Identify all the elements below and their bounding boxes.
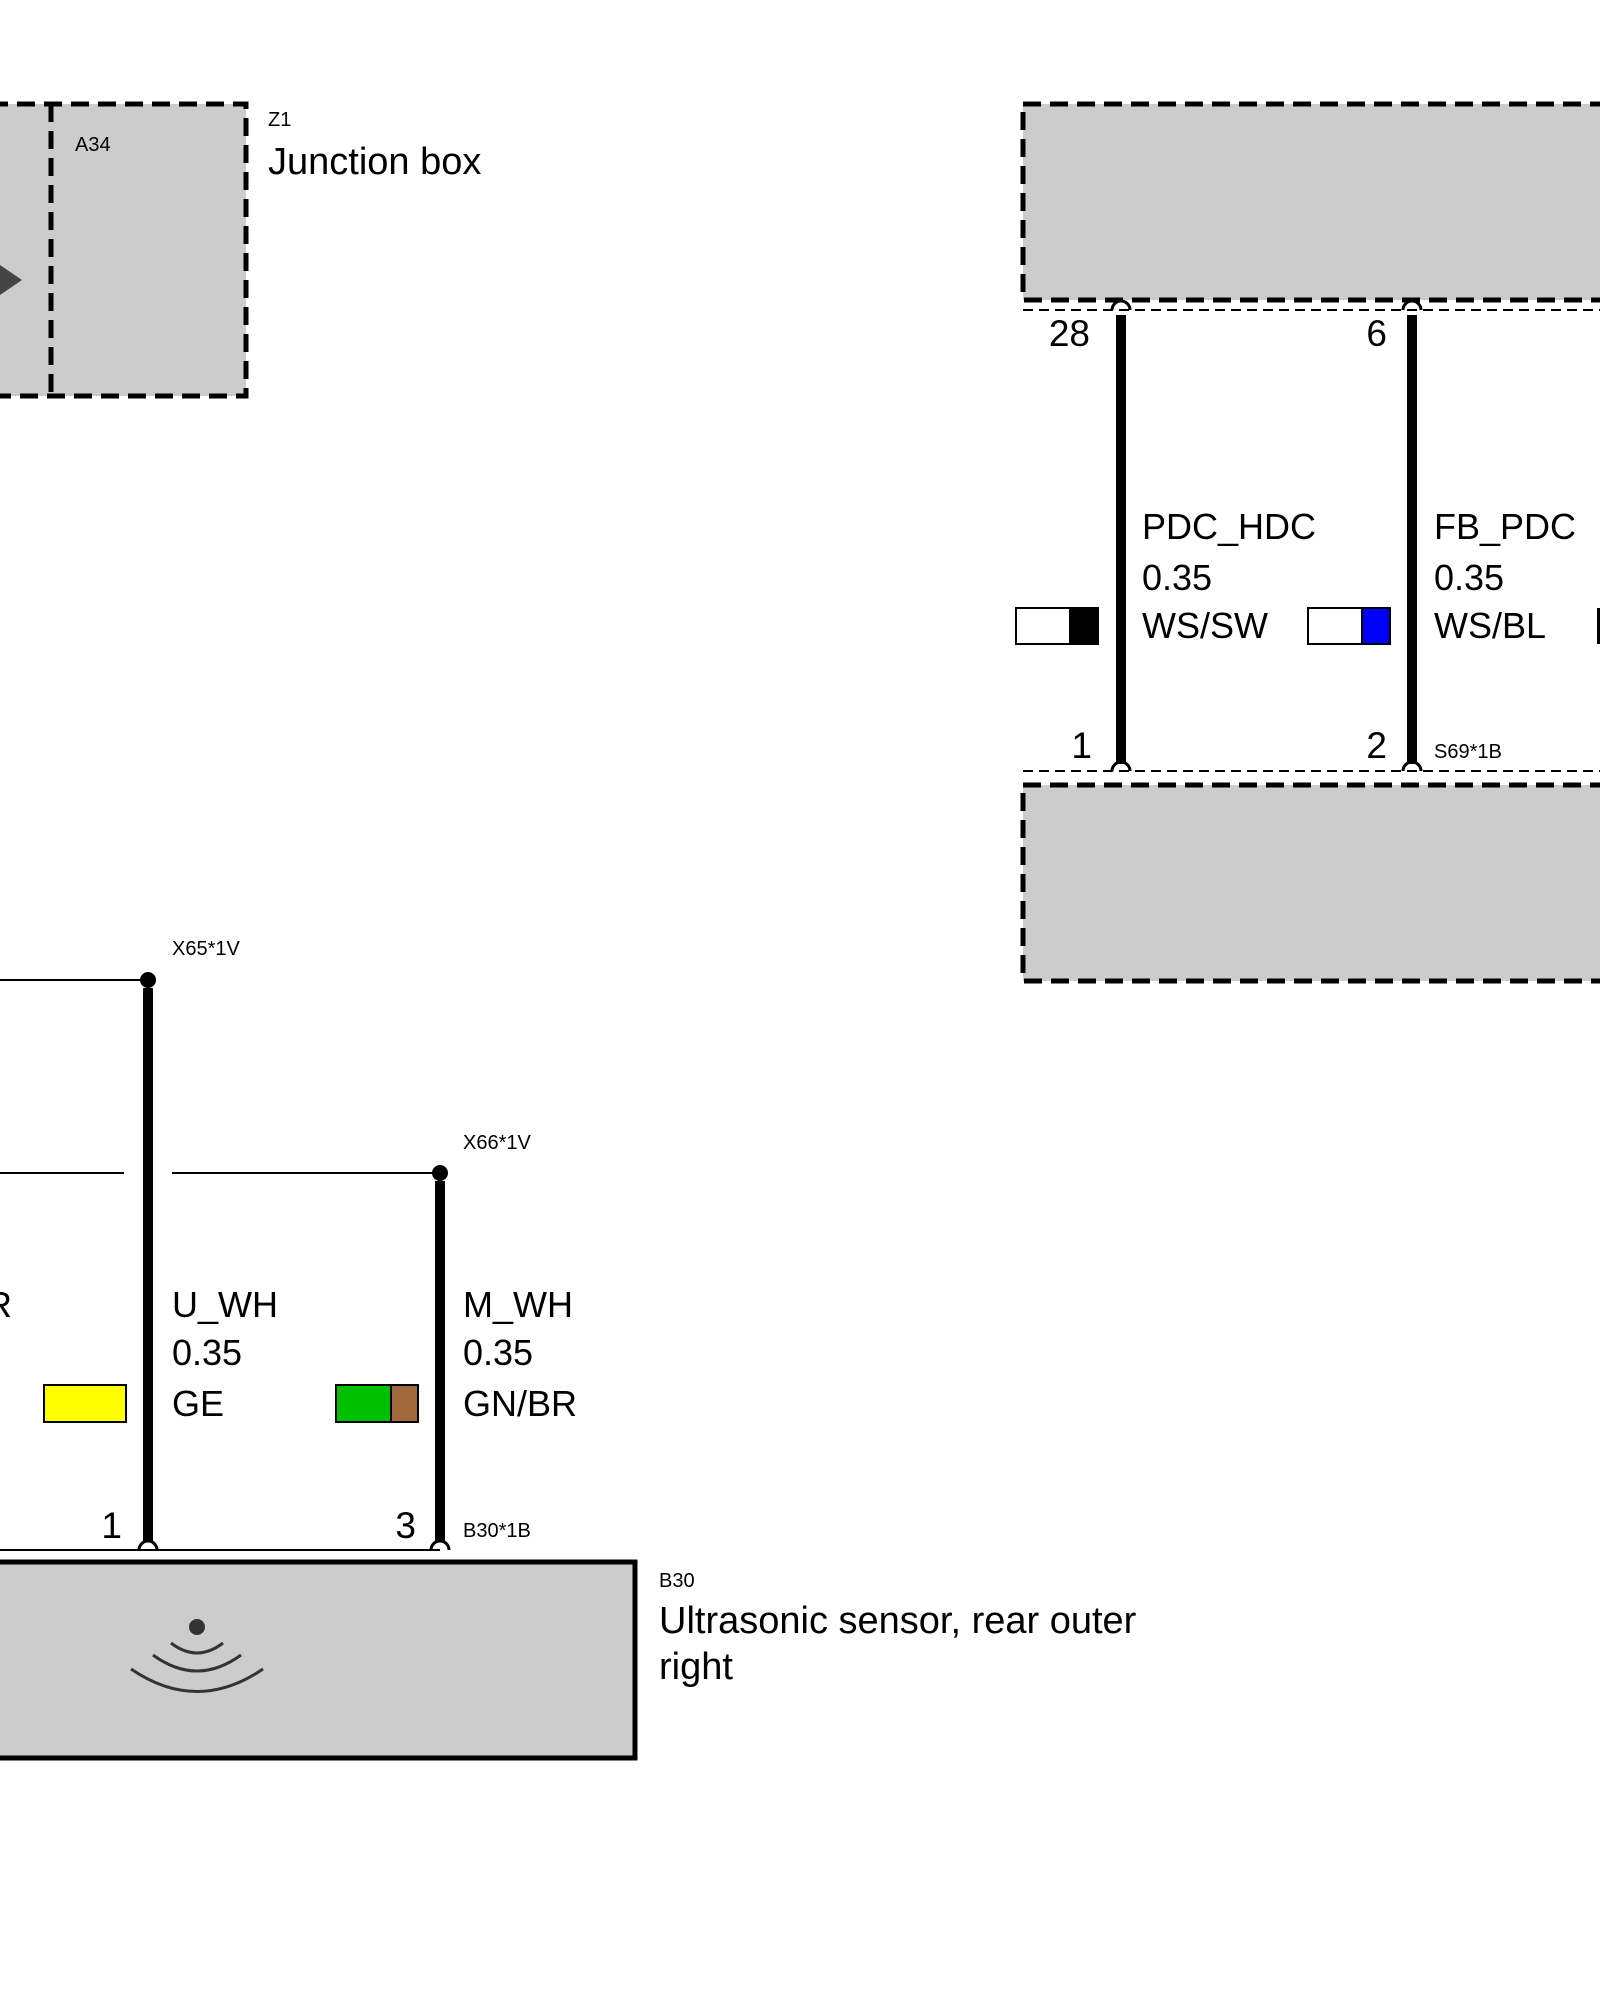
wire-gauge: 0.35 bbox=[463, 1332, 533, 1373]
pin-28-symbol bbox=[1110, 299, 1132, 311]
color-swatch-ge bbox=[43, 1384, 127, 1423]
pin-number-bottom: 1 bbox=[1071, 725, 1092, 766]
ultrasonic-wave-icon bbox=[130, 1619, 264, 1693]
ultrasonic-sensor-b30: B30*1B B30 Ultrasonic sensor, rear outer… bbox=[0, 1520, 1137, 1761]
splice-x65 bbox=[140, 972, 156, 988]
junction-box-body bbox=[0, 101, 249, 399]
wire-fb-pdc: 6 2 FB_PDC 0.35 WS/BL bbox=[1307, 313, 1600, 766]
connector-x65-label: X65*1V bbox=[172, 938, 240, 960]
wire-partial-left: R bbox=[0, 1284, 12, 1325]
splice-x66 bbox=[432, 1165, 448, 1181]
pin-3-symbol bbox=[429, 1539, 451, 1551]
junction-box-name: Junction box bbox=[268, 141, 481, 183]
pin-1-symbol bbox=[137, 1539, 159, 1551]
connector-b30-label: B30*1B bbox=[463, 1520, 531, 1542]
wire-signal: PDC_HDC bbox=[1142, 506, 1316, 547]
color-swatch-sw bbox=[1069, 607, 1099, 645]
pin-number-bottom: 3 bbox=[395, 1505, 416, 1546]
arrow-icon bbox=[0, 265, 22, 295]
pin-number-bottom: 2 bbox=[1366, 725, 1387, 766]
wire-color-code: WS/BL bbox=[1434, 605, 1546, 646]
color-swatch-partial bbox=[1597, 608, 1600, 644]
module-s69-body bbox=[1020, 782, 1600, 984]
sensor-ref: B30 bbox=[659, 1570, 695, 1592]
color-swatch-ws bbox=[1015, 607, 1071, 645]
wire-pdc-hdc: 28 1 PDC_HDC 0.35 WS/SW bbox=[1015, 313, 1316, 766]
pin-number-top: 28 bbox=[1049, 313, 1090, 354]
pin-number-bottom: 1 bbox=[101, 1505, 122, 1546]
color-swatch-gn bbox=[335, 1384, 392, 1423]
sensor-name-line2: right bbox=[659, 1646, 733, 1688]
wire-signal: M_WH bbox=[463, 1284, 573, 1325]
wire-color-code: WS/SW bbox=[1142, 605, 1268, 646]
junction-box-z1: A34 Z1 Junction box bbox=[0, 101, 481, 399]
connector-s69-label: S69*1B bbox=[1434, 741, 1502, 763]
module-top-right-body bbox=[1020, 101, 1600, 303]
color-swatch-br bbox=[390, 1384, 419, 1423]
wire-color-code: GN/BR bbox=[463, 1383, 577, 1424]
wire-gauge: 0.35 bbox=[172, 1332, 242, 1373]
pin-6-symbol bbox=[1401, 299, 1423, 311]
wire-u-wh: U_WH 0.35 GE 1 bbox=[43, 988, 278, 1546]
wire-signal-partial: R bbox=[0, 1284, 12, 1325]
color-swatch-ws bbox=[1307, 607, 1363, 645]
wire-signal: U_WH bbox=[172, 1284, 278, 1325]
sensor-body bbox=[0, 1559, 638, 1761]
connector-x66-label: X66*1V bbox=[463, 1132, 531, 1154]
wire-m-wh: M_WH 0.35 GN/BR 3 bbox=[335, 1181, 577, 1546]
sensor-name-line1: Ultrasonic sensor, rear outer bbox=[659, 1600, 1137, 1642]
inner-module-ref: A34 bbox=[75, 134, 111, 156]
color-swatch-bl bbox=[1361, 607, 1391, 645]
module-top-right bbox=[1020, 101, 1600, 311]
wire-gauge: 0.35 bbox=[1142, 557, 1212, 598]
wire-gauge: 0.35 bbox=[1434, 557, 1504, 598]
junction-box-ref: Z1 bbox=[268, 109, 291, 131]
wire-color-code: GE bbox=[172, 1383, 224, 1424]
module-s69: S69*1B bbox=[1020, 741, 1600, 984]
wire-signal: FB_PDC bbox=[1434, 506, 1576, 547]
pin-number-top: 6 bbox=[1366, 313, 1387, 354]
